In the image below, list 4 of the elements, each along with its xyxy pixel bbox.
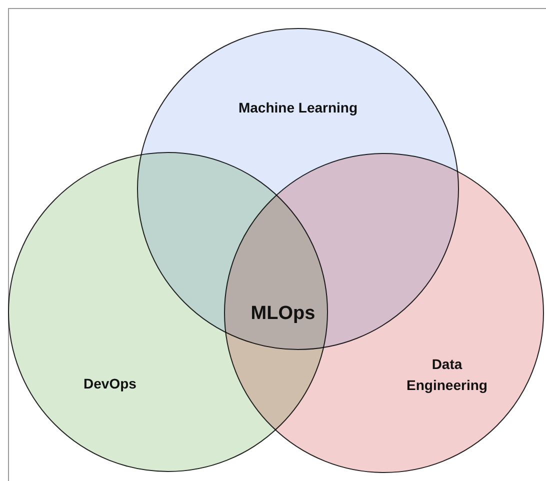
circle-label: DevOps xyxy=(82,374,138,394)
overlap-label: MLOps xyxy=(250,303,316,325)
circle-label: Data Engineering xyxy=(406,355,488,395)
circle-label: Machine Learning xyxy=(237,98,359,118)
